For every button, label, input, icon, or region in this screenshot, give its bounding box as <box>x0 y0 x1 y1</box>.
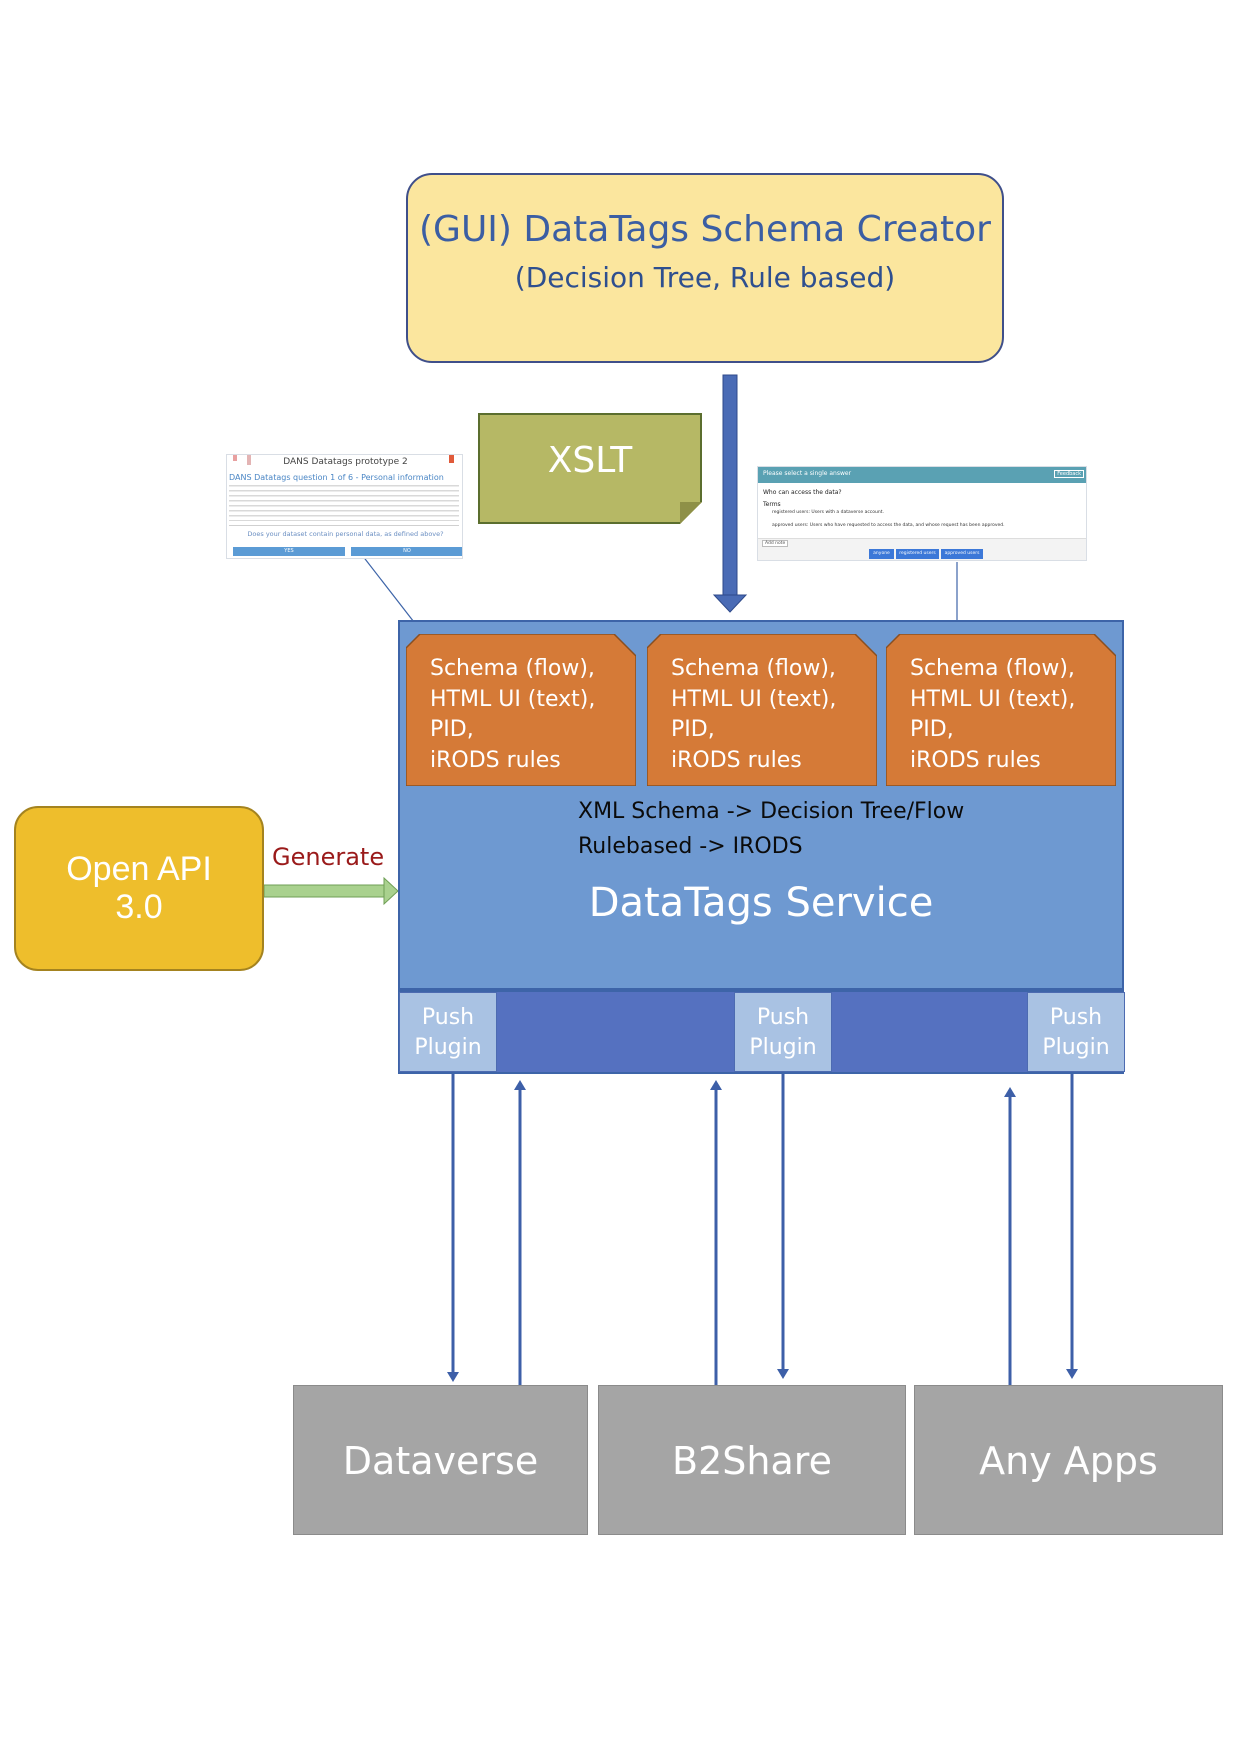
app-any-apps: Any Apps <box>914 1385 1223 1535</box>
schema-text: Schema (flow), HTML UI (text), PID, iROD… <box>910 656 1076 773</box>
plugin-label-line1: Push <box>756 1005 810 1030</box>
schema-text: Schema (flow), HTML UI (text), PID, iROD… <box>430 656 596 773</box>
plugin-label-line2: Plugin <box>1042 1035 1110 1060</box>
xslt-note: XSLT <box>478 413 702 524</box>
xslt-label: XSLT <box>547 440 633 481</box>
screenshot-header: Please select a single answer <box>763 470 852 477</box>
creator-to-service-arrow <box>712 374 748 613</box>
yes-button[interactable]: YES <box>233 547 345 556</box>
plugin-label-line2: Plugin <box>749 1035 817 1060</box>
screenshot-question: Who can access the data? <box>763 489 842 496</box>
screenshot-question: Does your dataset contain personal data,… <box>247 530 444 538</box>
schema-box: Schema (flow), HTML UI (text), PID, iROD… <box>647 634 877 786</box>
service-mapping-line-2: Rulebased -> IRODS <box>578 834 803 859</box>
answer-screenshot: Please select a single answer Feedback W… <box>757 466 1087 561</box>
plugin-label-line1: Push <box>1049 1005 1103 1030</box>
generate-label: Generate <box>272 843 385 871</box>
add-note-button[interactable]: Add note <box>762 540 789 547</box>
term-item: registered users: Users with a dataverse… <box>772 510 884 515</box>
openapi-line2: 3.0 <box>115 888 163 926</box>
screenshot-body-text <box>229 485 459 521</box>
push-plugin: Push Plugin <box>399 992 497 1072</box>
term-item: approved users: Users who have requested… <box>772 523 1005 528</box>
questionnaire-screenshot: DANS Datatags prototype 2 DANS Datatags … <box>226 454 463 559</box>
schema-box: Schema (flow), HTML UI (text), PID, iROD… <box>886 634 1116 786</box>
screenshot-title: DANS Datatags prototype 2 <box>283 457 408 467</box>
screenshot-heading: DANS Datatags question 1 of 6 - Personal… <box>229 473 444 482</box>
approved-users-button[interactable]: approved users <box>941 549 983 559</box>
service-mapping-line-1: XML Schema -> Decision Tree/Flow <box>578 799 965 824</box>
service-name: DataTags Service <box>588 880 934 926</box>
creator-title: (GUI) DataTags Schema Creator <box>419 209 991 250</box>
schema-creator-box: (GUI) DataTags Schema Creator (Decision … <box>406 173 1004 363</box>
feedback-button[interactable]: Feedback <box>1054 470 1084 478</box>
registered-users-button[interactable]: registered users <box>896 549 939 559</box>
note-fold-icon <box>680 502 702 524</box>
plugin-label-line1: Push <box>421 1005 475 1030</box>
no-button[interactable]: NO <box>351 547 462 556</box>
plugin-label-line2: Plugin <box>414 1035 482 1060</box>
openapi-line1: Open API <box>66 850 212 888</box>
openapi-box: Open API 3.0 <box>14 806 264 971</box>
schema-text: Schema (flow), HTML UI (text), PID, iROD… <box>671 656 837 773</box>
creator-subtitle: (Decision Tree, Rule based) <box>514 261 896 294</box>
anyone-button[interactable]: anyone <box>869 549 894 559</box>
screenshot-color-bar <box>227 455 462 465</box>
screenshot-header-bar: Please select a single answer Feedback <box>758 467 1086 483</box>
push-plugin: Push Plugin <box>1027 992 1125 1072</box>
terms-label: Terms <box>763 501 781 508</box>
app-b2share: B2Share <box>598 1385 906 1535</box>
app-dataverse: Dataverse <box>293 1385 588 1535</box>
schema-box: Schema (flow), HTML UI (text), PID, iROD… <box>406 634 636 786</box>
push-plugin: Push Plugin <box>734 992 832 1072</box>
generate-arrow <box>263 876 399 906</box>
